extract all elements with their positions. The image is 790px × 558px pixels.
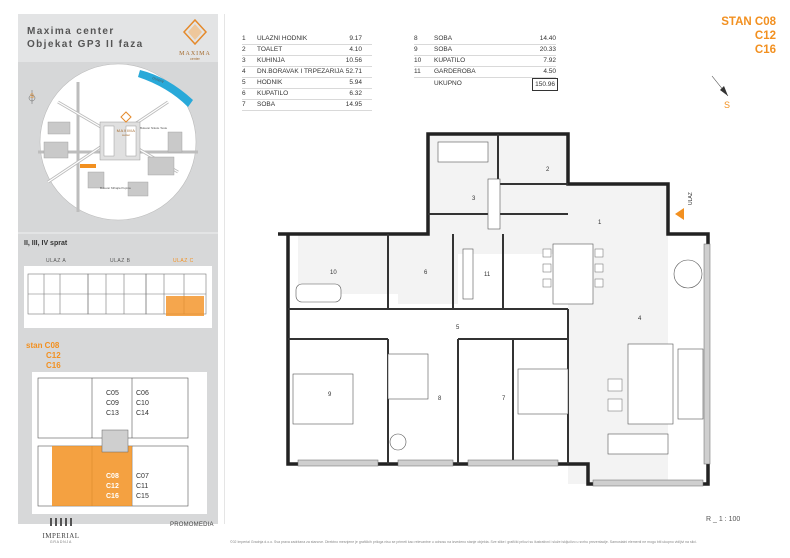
street-label-pupina: Bulevar Mihajla Pupina <box>100 186 131 190</box>
stan-label-1: stan C08 <box>26 341 60 350</box>
map-logo-sub: center <box>121 133 131 137</box>
floor-detail-key <box>32 372 207 514</box>
room-label-1: 1 <box>598 220 602 226</box>
apartment-title: STAN C08 C12 C16 <box>721 16 776 56</box>
room-label-5: 5 <box>456 325 460 331</box>
location-map: S MAXIMA center DUNAV Bulevar Mihajla Pu… <box>18 62 218 232</box>
columns-icon <box>50 518 72 526</box>
entrance-a-label: ULAZ A <box>46 258 67 264</box>
room-label-11: 11 <box>484 272 491 278</box>
compass: S <box>704 72 744 114</box>
map-graphic <box>18 62 218 232</box>
legal-footer: ©02 Imperial Gradnja d.o.o. Sva prava za… <box>230 540 697 544</box>
room-label-4: 4 <box>638 316 642 322</box>
imperial-sub: GRADNJA <box>49 540 73 544</box>
compass-label: S <box>724 100 731 110</box>
promomedia-logo: PROMOMEDIA <box>170 522 214 528</box>
units-bottom-right: C07 C11 C15 <box>136 473 149 500</box>
imperial-name: IMPERIAL <box>42 532 80 540</box>
map-logo: MAXIMA center <box>111 110 141 137</box>
floor-key: II, III, IV sprat ULAZ A ULAZ B ULAZ C s… <box>18 234 218 524</box>
total-value: 150.96 <box>532 78 558 91</box>
divider <box>224 14 225 524</box>
units-top-right: C06 C10 C14 <box>136 390 149 417</box>
room-label-10: 10 <box>330 270 337 276</box>
project-name: Maxima center <box>27 26 115 37</box>
scale-label: R _ 1 : 100 <box>706 516 741 523</box>
floor-levels: II, III, IV sprat <box>24 240 68 247</box>
logo-name: MAXIMA <box>179 51 211 57</box>
building-floorplan-key <box>24 266 212 328</box>
street-label-tesle: Bulevar Nikole Tesle <box>140 126 168 130</box>
room-label-8: 8 <box>438 396 442 402</box>
room-label-3: 3 <box>472 196 476 202</box>
map-diamond-icon <box>120 111 132 123</box>
map-logo-name: MAXIMA <box>116 128 136 133</box>
floor-plan: 1 2 3 4 5 6 7 8 9 10 11 <box>278 132 711 487</box>
project-object: Objekat GP3 II faza <box>27 39 144 50</box>
brand-header: Maxima center Objekat GP3 II faza MAXIMA… <box>18 14 218 62</box>
imperial-logo: IMPERIAL GRADNJA <box>36 514 86 544</box>
maxima-logo: MAXIMA center <box>176 18 214 61</box>
logo-sub: center <box>190 57 200 61</box>
room-label-2: 2 <box>546 167 550 173</box>
room-label-6: 6 <box>424 270 428 276</box>
stan-label-2: C12 <box>46 351 61 360</box>
room-label-7: 7 <box>502 396 506 402</box>
entrance-arrow-icon <box>675 208 684 220</box>
stan-label-3: C16 <box>46 361 61 370</box>
entrance-b-label: ULAZ B <box>110 258 131 264</box>
entrance-label: ULAZ <box>688 192 694 205</box>
entrance-marker <box>675 207 685 225</box>
units-top-left: C05 C09 C13 <box>106 390 119 417</box>
diamond-logo-icon <box>182 18 208 46</box>
left-panel: Maxima center Objekat GP3 II faza MAXIMA… <box>18 14 218 524</box>
compass-arrow-icon <box>711 75 729 97</box>
room-label-9: 9 <box>328 392 332 398</box>
units-bottom-left: C08 C12 C16 <box>106 473 119 500</box>
map-compass: S <box>30 94 35 100</box>
entrance-c-label: ULAZ C <box>173 258 194 264</box>
